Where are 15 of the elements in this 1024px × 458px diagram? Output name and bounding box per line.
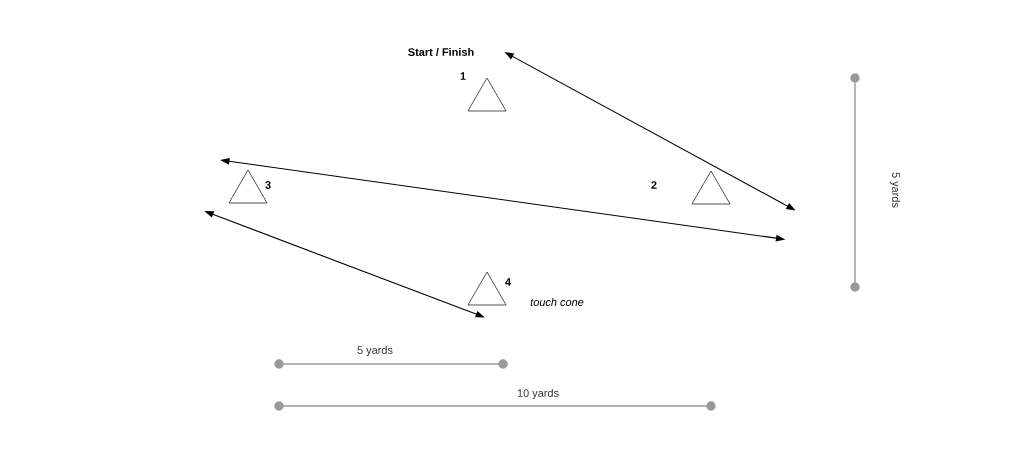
run-arrow: [204, 211, 485, 318]
run-arrow: [504, 52, 796, 211]
dimension-label: 5 yards: [357, 345, 393, 357]
cone-number: 3: [265, 181, 271, 189]
cone-triangle: [691, 170, 731, 205]
start-finish-label: Start / Finish: [408, 47, 474, 57]
cone-number: 4: [505, 278, 511, 286]
cone-number: 1: [460, 72, 466, 80]
cone-triangle: [467, 271, 507, 306]
dimension-label: 5 yards: [889, 172, 901, 208]
cone-note: touch cone: [530, 297, 584, 306]
cone-number: 2: [651, 181, 657, 189]
run-arrow: [220, 157, 786, 242]
dimension-label: 10 yards: [517, 388, 559, 400]
cone-triangle: [467, 77, 507, 112]
